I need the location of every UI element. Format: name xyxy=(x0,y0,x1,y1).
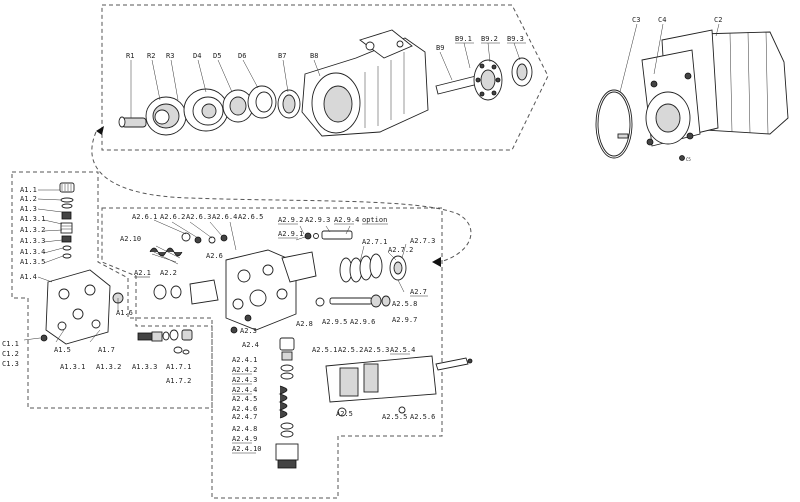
label-A1-4: A1.4 xyxy=(20,273,37,281)
label-A2-10: A2.10 xyxy=(120,235,141,243)
label-A1-3-4: A1.3.4 xyxy=(20,248,45,256)
label-D6: D6 xyxy=(238,52,246,60)
label-A2-6-3: A2.6.3 xyxy=(186,213,211,221)
label-A1-3-1b: A1.3.1 xyxy=(60,363,85,371)
a1-parts xyxy=(40,182,193,355)
label-A2-4-5: A2.4.5 xyxy=(232,395,257,403)
a1-assembly-frame xyxy=(11,171,213,409)
label-C1-1: C1.1 xyxy=(2,340,19,348)
connector-curve xyxy=(91,131,472,263)
label-A1-3: A1.3 xyxy=(20,205,37,213)
label-A2-7-2: A2.7.2 xyxy=(388,246,413,254)
label-A2-4-3: A2.4.3 xyxy=(232,376,257,384)
motor-assembly xyxy=(595,29,789,161)
label-R3: R3 xyxy=(166,52,174,60)
label-A1-3-2b: A1.3.2 xyxy=(96,363,121,371)
label-B9-3: B9.3 xyxy=(507,35,524,43)
label-A1-3-2: A1.3.2 xyxy=(20,226,45,234)
label-A1-2: A1.2 xyxy=(20,195,37,203)
label-C2: C2 xyxy=(714,16,722,24)
label-A1-3-1: A1.3.1 xyxy=(20,215,45,223)
label-A2-9-7: A2.9.7 xyxy=(392,316,417,324)
label-A2-5-4: A2.5.4 xyxy=(390,346,415,354)
label-A2-4-7: A2.4.7 xyxy=(232,413,257,421)
label-A2-7-3: A2.7.3 xyxy=(410,237,435,245)
label-B9: B9 xyxy=(436,44,444,52)
label-A2-6: A2.6 xyxy=(206,252,223,260)
label-C4: C4 xyxy=(658,16,666,24)
label-A2-4-10: A2.4.10 xyxy=(232,445,262,453)
callout-labels: R1 R2 R3 D4 D5 D6 B7 B8 B9 B9.1 B9.2 B9.… xyxy=(2,16,722,454)
label-A2-7: A2.7 xyxy=(410,288,427,296)
label-option: option xyxy=(362,216,387,224)
label-A2-6-4: A2.6.4 xyxy=(212,213,237,221)
label-A2-4-2: A2.4.2 xyxy=(232,366,257,374)
label-A1-3-3: A1.3.3 xyxy=(20,237,45,245)
label-A2-4-8: A2.4.8 xyxy=(232,425,257,433)
label-A2-4-1: A2.4.1 xyxy=(232,356,257,364)
label-A2-6-2: A2.6.2 xyxy=(160,213,185,221)
label-A1-3-3b: A1.3.3 xyxy=(132,363,157,371)
label-B9-2: B9.2 xyxy=(481,35,498,43)
label-A2-5-3: A2.5.3 xyxy=(364,346,389,354)
label-A2-6-1: A2.6.1 xyxy=(132,213,157,221)
label-A2-8: A2.8 xyxy=(296,320,313,328)
label-B7: B7 xyxy=(278,52,286,60)
label-A1-3-5: A1.3.5 xyxy=(20,258,45,266)
top-row-parts xyxy=(118,29,533,137)
label-R1: R1 xyxy=(126,52,134,60)
label-B9-1: B9.1 xyxy=(455,35,472,43)
label-A2-9-1: A2.9.1 xyxy=(278,230,303,238)
label-C1-2: C1.2 xyxy=(2,350,19,358)
a2-parts xyxy=(149,230,473,469)
label-A2-6-5: A2.6.5 xyxy=(238,213,263,221)
label-A1-5: A1.5 xyxy=(54,346,71,354)
label-A2-9-5: A2.9.5 xyxy=(322,318,347,326)
a2-assembly-frame xyxy=(101,207,443,499)
label-A2-5-2: A2.5.2 xyxy=(338,346,363,354)
label-A2-5-6: A2.5.6 xyxy=(410,413,435,421)
label-A1-7-1: A1.7.1 xyxy=(166,363,191,371)
label-D5: D5 xyxy=(213,52,221,60)
label-A2-5: A2.5 xyxy=(336,410,353,418)
label-C1-3: C1.3 xyxy=(2,360,19,368)
label-A2-5-1: A2.5.1 xyxy=(312,346,337,354)
label-C5: C5 xyxy=(686,157,691,162)
label-A2-4: A2.4 xyxy=(242,341,259,349)
leader-lines xyxy=(23,23,720,343)
label-A1-1: A1.1 xyxy=(20,186,37,194)
connector-arrow-right xyxy=(432,257,441,267)
label-B8: B8 xyxy=(310,52,318,60)
label-C3: C3 xyxy=(632,16,640,24)
label-A2-4-6: A2.4.6 xyxy=(232,405,257,413)
label-R2: R2 xyxy=(147,52,155,60)
label-A2-3: A2.3 xyxy=(240,327,257,335)
label-A2-5-8: A2.5.8 xyxy=(392,300,417,308)
label-A2-7-1: A2.7.1 xyxy=(362,238,387,246)
label-A2-4-9: A2.4.9 xyxy=(232,435,257,443)
label-A2-2: A2.2 xyxy=(160,269,177,277)
label-A1-6: A1.6 xyxy=(116,309,133,317)
label-A1-7-2: A1.7.2 xyxy=(166,377,191,385)
label-A2-4-4: A2.4.4 xyxy=(232,386,257,394)
connector-arrow-top xyxy=(96,126,104,135)
label-A2-5-5: A2.5.5 xyxy=(382,413,407,421)
label-A2-9-3: A2.9.3 xyxy=(305,216,330,224)
label-D4: D4 xyxy=(193,52,201,60)
label-A2-9-2: A2.9.2 xyxy=(278,216,303,224)
label-A2-9-4: A2.9.4 xyxy=(334,216,359,224)
label-A1-7: A1.7 xyxy=(98,346,115,354)
label-A2-1: A2.1 xyxy=(134,269,151,277)
label-A2-9-6: A2.9.6 xyxy=(350,318,375,326)
